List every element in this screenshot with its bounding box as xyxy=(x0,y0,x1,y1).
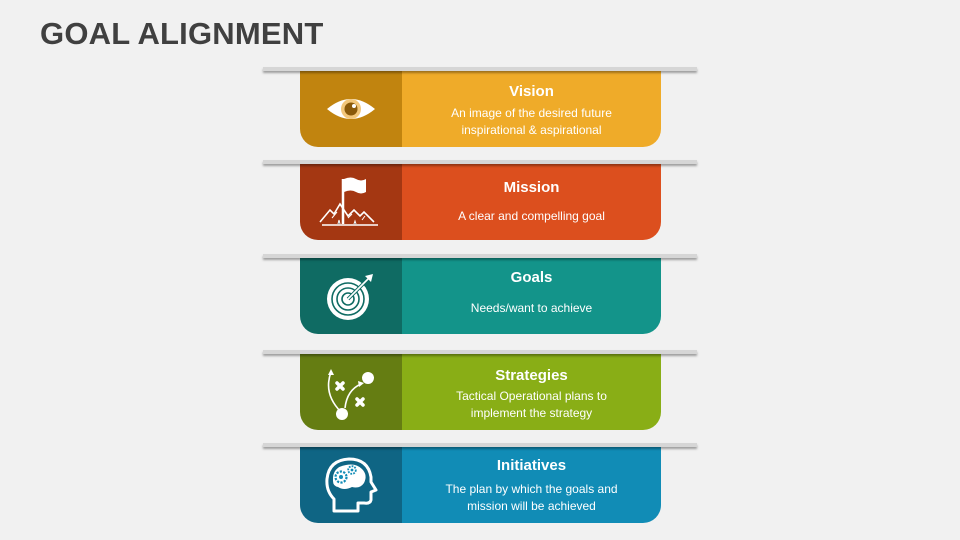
icon-panel xyxy=(300,446,402,523)
text-panel: Mission A clear and compelling goal xyxy=(402,163,661,240)
level-description: The plan by which the goals and mission … xyxy=(445,482,618,513)
level-card-initiatives: Initiatives The plan by which the goals … xyxy=(300,446,661,523)
text-panel: Goals Needs/want to achieve xyxy=(402,257,661,334)
level-heading: Vision xyxy=(509,83,554,100)
level-card-strategies: Strategies Tactical Operational plans to… xyxy=(300,353,661,430)
level-description: Tactical Operational plans to implement … xyxy=(456,389,607,420)
shelf-divider xyxy=(263,254,697,258)
shelf-divider xyxy=(263,443,697,447)
level-heading: Strategies xyxy=(495,367,568,384)
icon-panel xyxy=(300,70,402,147)
mountain-flag-icon xyxy=(319,177,378,226)
text-panel: Vision An image of the desired future in… xyxy=(402,70,661,147)
level-description: A clear and compelling goal xyxy=(458,209,605,223)
level-description: An image of the desired future inspirati… xyxy=(451,106,612,137)
shelf-divider xyxy=(263,350,697,354)
strategy-play-icon xyxy=(327,368,374,420)
text-panel: Strategies Tactical Operational plans to… xyxy=(402,353,661,430)
level-heading: Initiatives xyxy=(496,457,567,474)
level-description: Needs/want to achieve xyxy=(470,301,593,315)
icon-panel xyxy=(300,163,402,240)
icon-panel xyxy=(300,353,402,430)
level-heading: Goals xyxy=(510,269,553,286)
target-arrow-icon xyxy=(327,273,373,320)
level-card-goals: Goals Needs/want to achieve xyxy=(300,257,661,334)
head-gears-icon xyxy=(325,457,378,512)
level-card-mission: Mission A clear and compelling goal xyxy=(300,163,661,240)
level-heading: Mission xyxy=(503,179,560,196)
shelf-divider xyxy=(263,160,697,164)
page-title: GOAL ALIGNMENT xyxy=(40,16,324,51)
icon-panel xyxy=(300,257,402,334)
level-card-vision: Vision An image of the desired future in… xyxy=(300,70,661,147)
eye-icon xyxy=(327,98,375,119)
shelf-divider xyxy=(263,67,697,71)
text-panel: Initiatives The plan by which the goals … xyxy=(402,446,661,523)
